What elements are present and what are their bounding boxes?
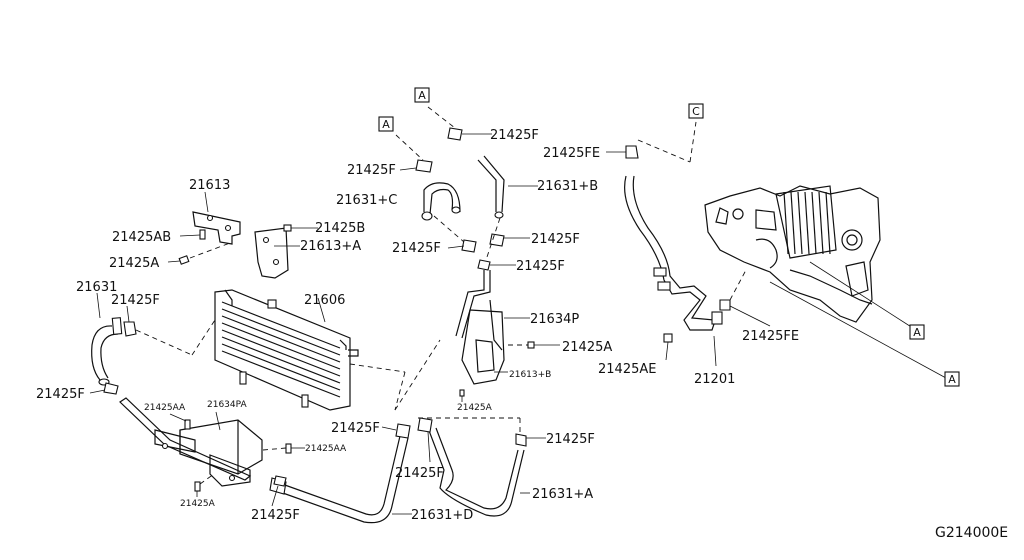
bolt-21425a-small[interactable] [459,389,465,402]
cooler-fin [221,343,341,391]
label-21425ab: 21425AB [112,230,171,245]
bracket-21613[interactable] [192,191,241,245]
cooler-fin [221,336,341,384]
clamp-21425fe-top[interactable] [606,121,697,163]
clamp-21425f-cooler[interactable] [123,305,216,356]
svg-text:A: A [418,89,426,102]
label-21631b: 21631+B [537,179,598,194]
transmission-engine-assembly [704,185,947,379]
svg-text:C: C [692,105,700,118]
label-21425aa-right: 21425AA [305,444,347,454]
label-21631c: 21631+C [336,193,397,208]
label-21606: 21606 [304,293,345,308]
ref-box-a2: A [414,87,430,103]
bracket-21613b[interactable] [475,339,508,373]
engine-cooler-fin [825,191,831,255]
label-21425f-hosea: 21425F [546,432,595,447]
label-21425f-lowerleft: 21425F [36,387,85,402]
label-21631: 21631 [76,280,117,295]
ref-box-c1: C [688,103,704,119]
hose-21631[interactable] [91,292,123,386]
svg-text:A: A [948,373,956,386]
label-21425b: 21425B [315,221,365,236]
cooler-fin [221,308,341,356]
bolt-21425a-left[interactable] [167,242,231,265]
pipe-21634p[interactable] [455,270,530,385]
label-21425a-center: 21425A [562,340,612,355]
diagram-id: G214000E [935,525,1008,541]
label-21425a-bottom: 21425A [180,499,216,509]
clamp-21425f-topa[interactable] [395,134,433,173]
label-21425f-hosed2: 21425F [395,466,444,481]
hose-21631a[interactable] [417,417,530,517]
bolt-21425aa-right[interactable] [262,443,305,454]
clamp-21425f-bottom[interactable] [271,475,287,507]
engine-cooler-fin [797,191,803,255]
ref-box-a1: A [378,116,394,132]
engine-cooler-fin [811,191,817,255]
bolt-21425ab[interactable] [179,229,206,240]
label-21631d: 21631+D [411,508,473,523]
ref-box-a4: A [944,371,960,387]
label-21425ae: 21425AE [598,362,656,377]
bracket-21613a[interactable] [254,227,289,279]
engine-cooler-fin [783,191,789,255]
label-21425aa-top: 21425AA [144,403,186,413]
bolt-21425a-bottom[interactable] [194,473,215,497]
clamp-21425f-lowerleft[interactable] [89,382,119,395]
clamp-21425f-hosed[interactable] [381,423,411,439]
svg-text:A: A [382,118,390,131]
hose-21631d[interactable] [269,435,412,524]
clamp-21425f-center[interactable] [477,259,516,271]
label-21425f-topa: 21425F [347,163,396,178]
bolt-21425a-center[interactable] [508,341,560,349]
label-21425f-midleft: 21425F [392,241,441,256]
label-21425f-topb: 21425F [490,128,539,143]
label-21425f-center: 21425F [516,259,565,274]
engine-cooler-fin [804,191,810,255]
label-21425f-bottom: 21425F [251,508,300,523]
hose-21631c[interactable] [421,182,461,221]
cooler-fin [221,301,341,349]
label-21425a-left: 21425A [109,256,159,271]
clamp-21425f-topb[interactable] [427,106,492,141]
cooler-fin [221,322,341,370]
bolt-21425ae[interactable] [663,333,673,361]
hose-21631b[interactable] [477,155,538,219]
label-21425a-small: 21425A [457,403,493,413]
label-21425f-midright: 21425F [531,232,580,247]
cooler-fin [221,350,341,398]
label-21425fe-top: 21425FE [543,146,600,161]
clamp-21425f-midleft[interactable] [447,239,477,253]
label-21613: 21613 [189,178,230,193]
label-21201: 21201 [694,372,735,387]
cooler-fin [221,315,341,363]
label-21613a: 21613+A [300,239,361,254]
cooler-fin [221,329,341,377]
clamp-21425f-midright[interactable] [489,233,530,247]
label-21631a: 21631+A [532,487,593,502]
clamp-21425fe-right[interactable] [719,269,771,327]
bracket-21634pa[interactable] [119,397,263,487]
label-21634p: 21634P [530,312,579,327]
label-21634pa: 21634PA [207,400,247,410]
label-21613b: 21613+B [509,370,551,380]
svg-text:A: A [913,326,921,339]
label-21425fe-right: 21425FE [742,329,799,344]
bolt-21425b[interactable] [283,224,318,232]
engine-cooler-fin [790,191,796,255]
label-21425f-hosed: 21425F [331,421,380,436]
oil-cooler-21606[interactable] [214,289,359,411]
hose-21201[interactable] [624,175,723,367]
label-21425f-cooler: 21425F [111,293,160,308]
clamp-21425f-hosed2[interactable] [427,431,431,463]
ref-box-a3: A [909,324,925,340]
bolt-21425aa-top[interactable] [169,413,191,430]
engine-cooler-fin [818,191,824,255]
